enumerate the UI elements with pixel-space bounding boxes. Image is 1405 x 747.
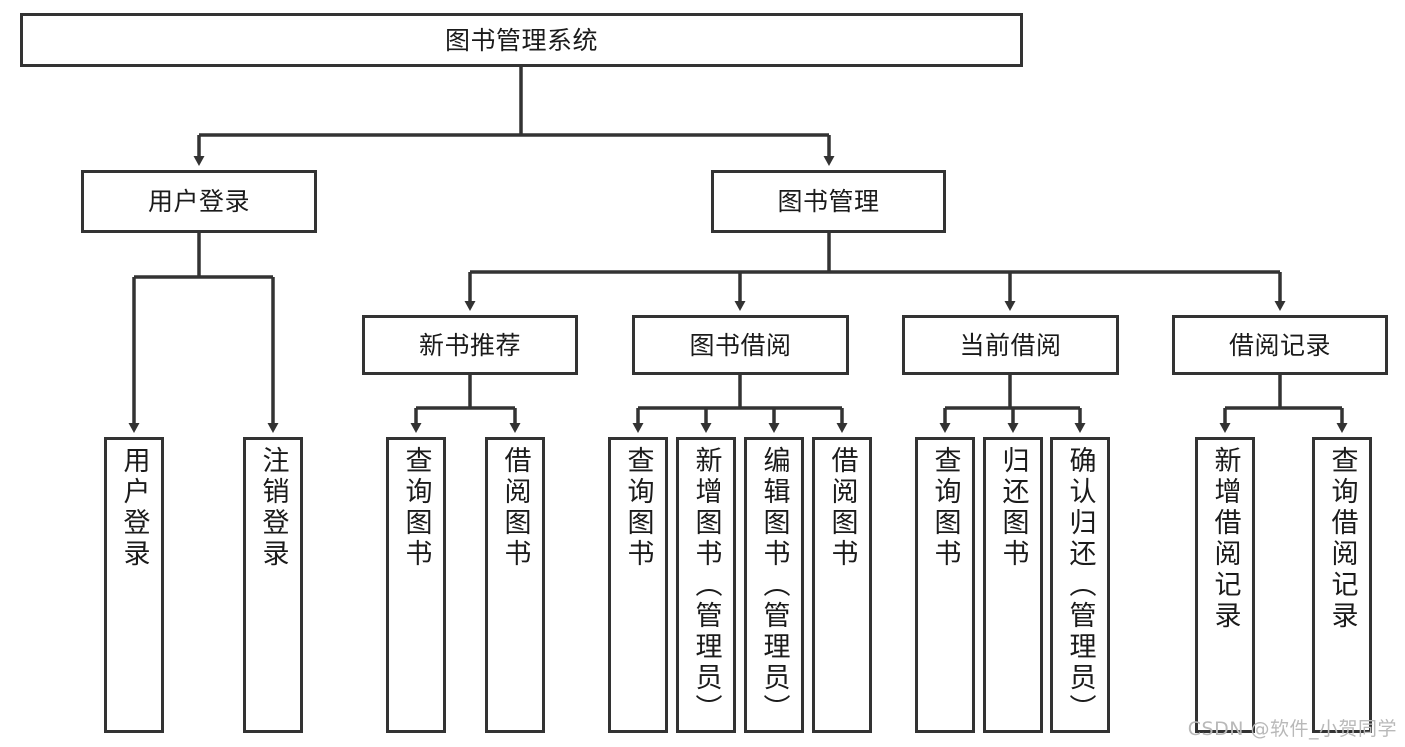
node-leaf-add-borrow-record[interactable]: 新增借阅记录 — [1195, 437, 1255, 733]
node-leaf-query-book-borrow[interactable]: 查询图书 — [608, 437, 668, 733]
node-leaf-logout-label: 注销登录 — [257, 446, 289, 570]
node-new-book-recommend-label: 新书推荐 — [418, 330, 521, 360]
node-book-borrow[interactable]: 图书借阅 — [632, 315, 849, 375]
node-leaf-query-book-borrow-label: 查询图书 — [622, 446, 654, 570]
node-leaf-query-book-current[interactable]: 查询图书 — [915, 437, 975, 733]
node-user-login[interactable]: 用户登录 — [81, 170, 317, 233]
node-leaf-borrow-book-rec-label: 借阅图书 — [499, 446, 531, 570]
node-book-borrow-label: 图书借阅 — [689, 330, 792, 360]
node-leaf-confirm-return-admin[interactable]: 确认归还（管理员） — [1050, 437, 1110, 733]
node-borrow-record-label: 借阅记录 — [1228, 330, 1331, 360]
node-leaf-confirm-return-admin-label: 确认归还（管理员） — [1064, 446, 1096, 725]
node-current-borrow-label: 当前借阅 — [959, 330, 1062, 360]
node-leaf-query-borrow-record-label: 查询借阅记录 — [1326, 446, 1358, 632]
node-root-label: 图书管理系统 — [444, 25, 598, 55]
node-leaf-query-borrow-record[interactable]: 查询借阅记录 — [1312, 437, 1372, 733]
node-book-manage[interactable]: 图书管理 — [711, 170, 946, 233]
node-leaf-logout[interactable]: 注销登录 — [243, 437, 303, 733]
node-leaf-query-book-rec[interactable]: 查询图书 — [386, 437, 446, 733]
node-leaf-add-book-admin-label: 新增图书（管理员） — [690, 446, 722, 725]
node-leaf-user-login-label: 用户登录 — [118, 446, 150, 570]
node-leaf-borrow-book-rec[interactable]: 借阅图书 — [485, 437, 545, 733]
node-leaf-borrow-book[interactable]: 借阅图书 — [812, 437, 872, 733]
node-leaf-borrow-book-label: 借阅图书 — [826, 446, 858, 570]
node-leaf-add-book-admin[interactable]: 新增图书（管理员） — [676, 437, 736, 733]
node-leaf-return-book[interactable]: 归还图书 — [983, 437, 1043, 733]
node-leaf-edit-book-admin[interactable]: 编辑图书（管理员） — [744, 437, 804, 733]
node-leaf-user-login[interactable]: 用户登录 — [104, 437, 164, 733]
node-leaf-query-book-rec-label: 查询图书 — [400, 446, 432, 570]
node-user-login-label: 用户登录 — [147, 187, 250, 216]
node-new-book-recommend[interactable]: 新书推荐 — [362, 315, 578, 375]
node-leaf-query-book-current-label: 查询图书 — [929, 446, 961, 570]
node-leaf-edit-book-admin-label: 编辑图书（管理员） — [758, 446, 790, 725]
node-leaf-add-borrow-record-label: 新增借阅记录 — [1209, 446, 1241, 632]
watermark-text: CSDN @软件_小贺同学 — [1187, 718, 1397, 740]
node-leaf-return-book-label: 归还图书 — [997, 446, 1029, 570]
node-root[interactable]: 图书管理系统 — [20, 13, 1023, 67]
node-book-manage-label: 图书管理 — [777, 187, 880, 216]
node-current-borrow[interactable]: 当前借阅 — [902, 315, 1119, 375]
node-borrow-record[interactable]: 借阅记录 — [1172, 315, 1388, 375]
